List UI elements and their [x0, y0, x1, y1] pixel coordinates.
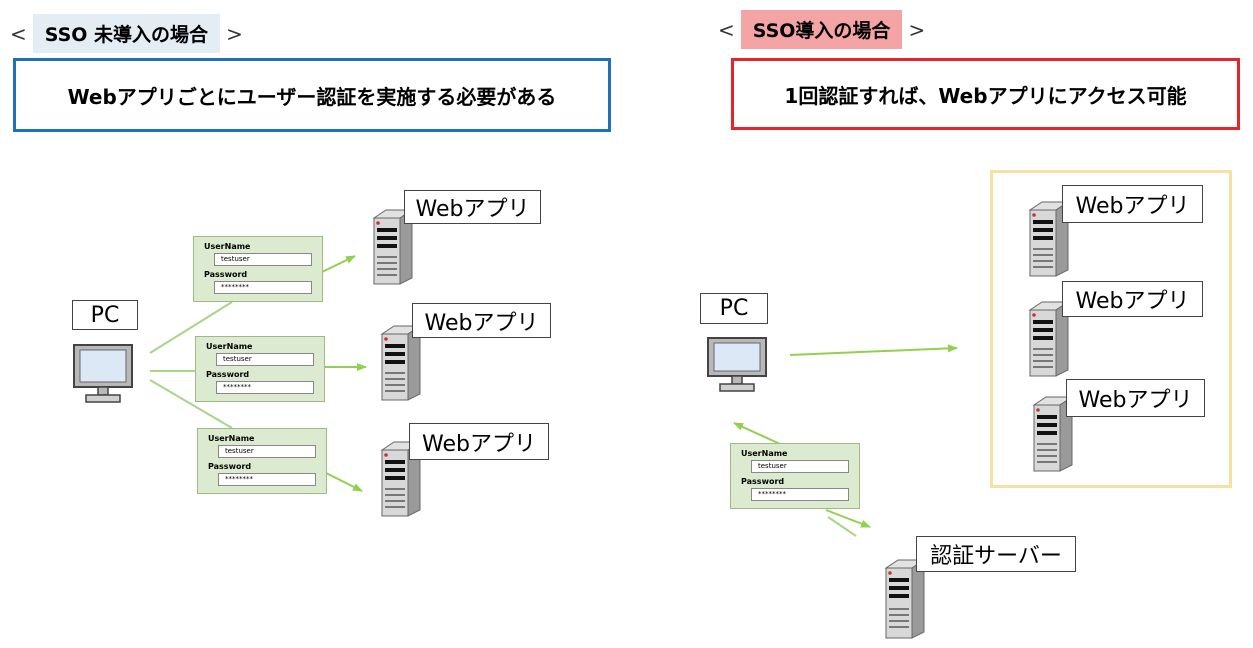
right-webapp-label-2: Webアプリ: [1062, 281, 1203, 317]
left-header-close: >: [226, 21, 243, 46]
right-pc-icon: [707, 337, 767, 392]
form-1-to-server-arrow: [321, 255, 356, 273]
auth-server-icon: [884, 559, 926, 639]
left-webapp-label-2: Webアプリ: [412, 303, 551, 338]
right-header-tag: SSO導入の場合: [740, 10, 903, 49]
left-banner: Webアプリごとにユーザー認証を実施する必要がある: [13, 58, 611, 132]
right-webapp-label-1: Webアプリ: [1062, 185, 1203, 223]
username-label: UserName: [741, 449, 788, 458]
password-field: ********: [214, 281, 312, 294]
left-login-form-3: UserName testuser Password ********: [197, 428, 327, 494]
password-label: Password: [208, 462, 252, 471]
password-field: ********: [216, 381, 314, 394]
left-server-icon-2: [380, 325, 422, 401]
password-field: ********: [218, 473, 316, 486]
pc-to-webapps-arrow: [789, 344, 958, 356]
webapp-group: [990, 170, 1232, 488]
right-server-icon-1: [1028, 201, 1070, 277]
left-header-open: <: [10, 21, 27, 46]
username-label: UserName: [204, 242, 251, 251]
right-server-icon-2: [1028, 301, 1070, 377]
username-field: testuser: [218, 445, 316, 458]
left-header-tag: SSO 未導入の場合: [32, 14, 221, 53]
right-pc-label: PC: [700, 293, 768, 324]
right-webapp-label-3: Webアプリ: [1066, 379, 1205, 417]
password-label: Password: [204, 270, 248, 279]
auth-server-label: 認証サーバー: [916, 536, 1076, 572]
form-to-auth-arrow: [825, 509, 871, 528]
left-webapp-label-3: Webアプリ: [409, 423, 549, 460]
left-header: < SSO 未導入の場合 >: [4, 14, 249, 53]
username-field: testuser: [751, 460, 849, 473]
left-webapp-label-1: Webアプリ: [404, 190, 541, 224]
username-label: UserName: [206, 342, 253, 351]
right-login-form: UserName testuser Password ********: [730, 443, 860, 509]
right-header-open: <: [718, 17, 735, 42]
left-login-form-1: UserName testuser Password ********: [193, 236, 323, 302]
left-login-form-2: UserName testuser Password ********: [195, 336, 325, 402]
right-header: < SSO導入の場合 >: [712, 10, 931, 49]
form-3-to-server-arrow: [325, 472, 363, 492]
auth-to-pc-arrow: [733, 422, 781, 445]
auth-to-form-line: [827, 516, 857, 537]
left-pc-label: PC: [72, 300, 138, 330]
pc-to-form-1-line: [149, 301, 233, 354]
username-label: UserName: [208, 434, 255, 443]
right-header-close: >: [908, 17, 926, 42]
password-label: Password: [741, 477, 785, 486]
username-field: testuser: [214, 253, 312, 266]
password-field: ********: [751, 488, 849, 501]
left-server-icon-1: [372, 209, 414, 285]
username-field: testuser: [216, 353, 314, 366]
password-label: Password: [206, 370, 250, 379]
left-server-icon-3: [380, 441, 422, 517]
pc-to-form-3-line: [149, 379, 233, 429]
right-banner: 1回認証すれば、Webアプリにアクセス可能: [731, 58, 1240, 130]
left-pc-icon: [73, 344, 133, 403]
